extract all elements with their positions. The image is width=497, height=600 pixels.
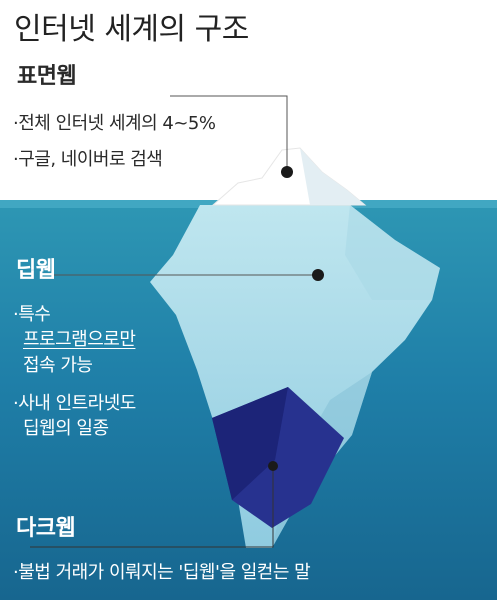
- surface-web-line-2: ·구글, 네이버로 검색: [13, 149, 163, 170]
- surface-web-line-1: ·전체 인터넷 세계의 4~5%: [13, 113, 216, 134]
- iceberg-tip-shadow: [300, 148, 365, 205]
- marker-dark: [268, 461, 278, 471]
- marker-surface: [281, 166, 293, 178]
- leader-line-surface: [170, 95, 288, 172]
- deep-web-line-3: 접속 가능: [23, 355, 93, 376]
- leader-line-dark: [30, 466, 274, 548]
- dark-web-block-shade: [212, 387, 288, 500]
- deep-web-line-2: 프로그램으로만: [23, 329, 136, 350]
- deep-web-heading: 딥웹: [16, 258, 56, 283]
- sky-background: [0, 0, 497, 205]
- deep-web-line-1: ·특수: [13, 304, 51, 325]
- dark-web-heading: 다크웹: [16, 516, 76, 541]
- diagram-title: 인터넷 세계의 구조: [14, 12, 249, 47]
- dark-web-line-1: ·불법 거래가 이뤄지는 '딥웹'을 일컫는 말: [13, 562, 311, 583]
- marker-deep: [312, 269, 324, 281]
- deep-web-line-5: 딥웹의 일종: [23, 418, 109, 439]
- deep-web-line-4: ·사내 인트라넷도: [13, 393, 136, 414]
- iceberg-facet: [345, 205, 440, 300]
- surface-web-heading: 표면웹: [17, 64, 77, 89]
